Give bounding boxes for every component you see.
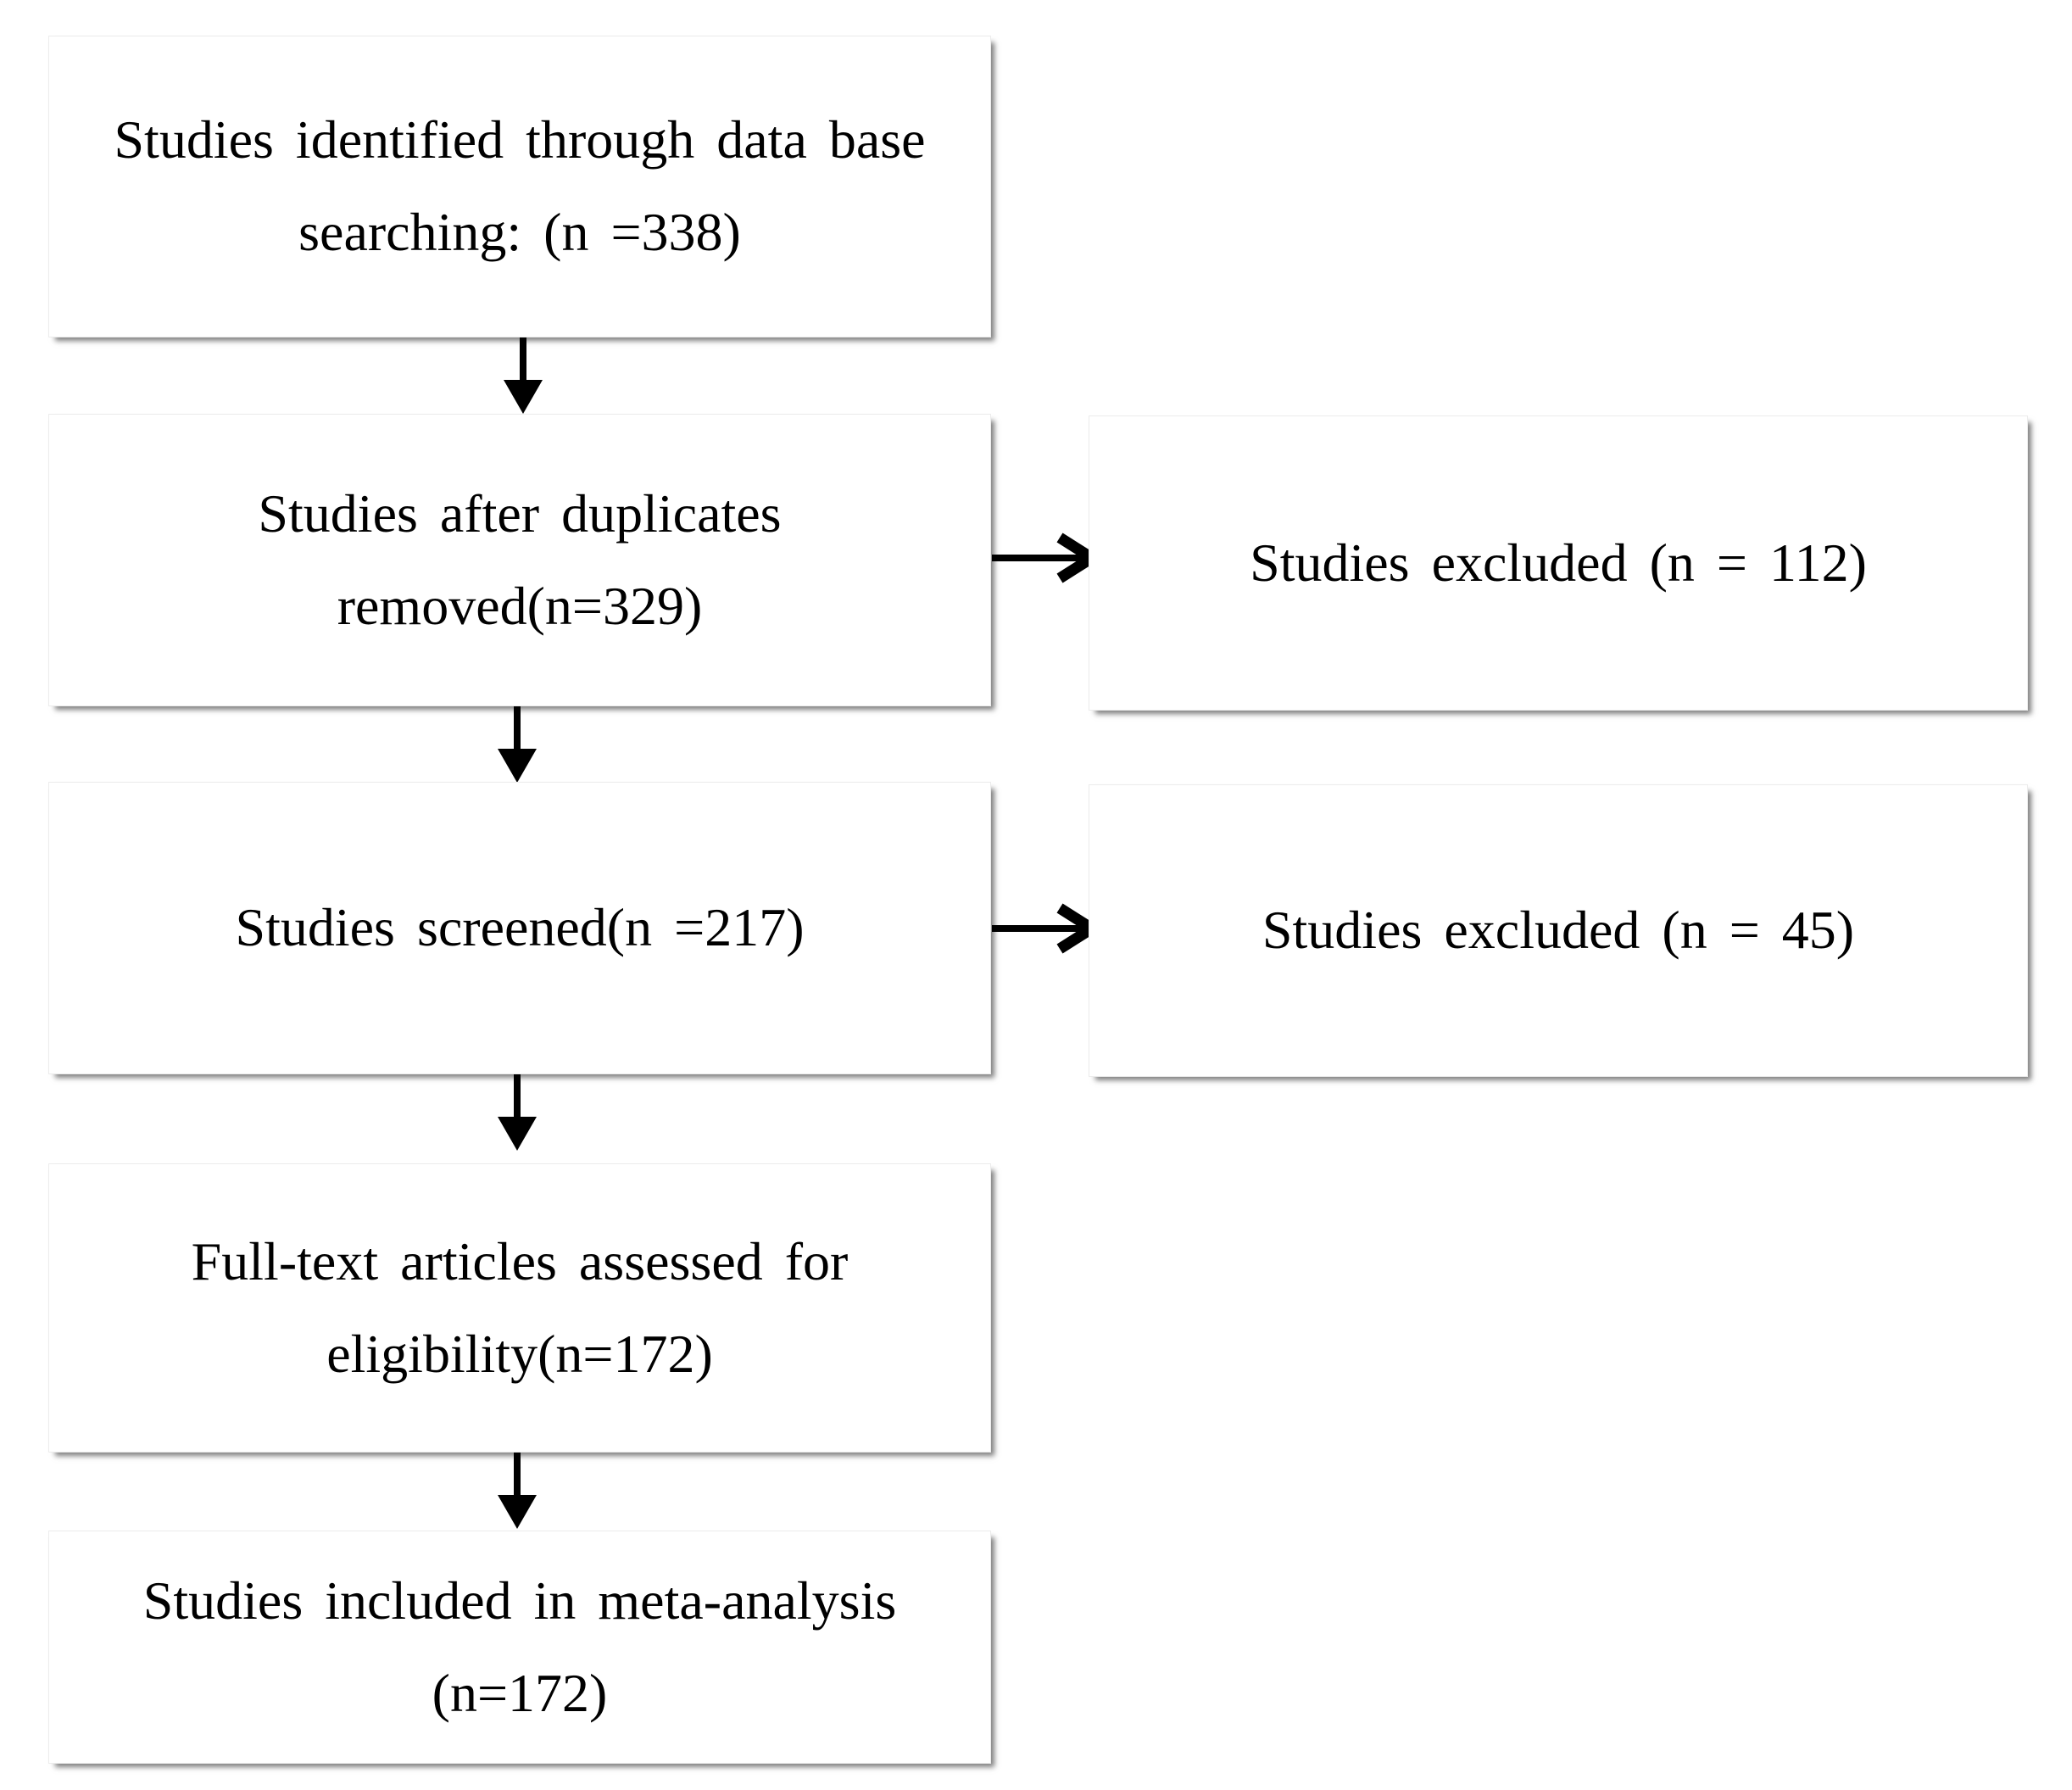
box-studies-included-label: Studies included in meta-analysis (n=172… [142,1570,897,1723]
down-arrow-icon [493,1074,541,1152]
box-studies-identified-label: Studies identified through data base sea… [114,109,926,262]
box-studies-excluded-112: Studies excluded (n = 112) [1089,415,2028,711]
down-arrow-icon [493,1453,541,1531]
down-arrow-icon [499,337,547,415]
box-duplicates-removed: Studies after duplicates removed(n=329) [48,414,991,706]
box-studies-included: Studies included in meta-analysis (n=172… [48,1531,991,1764]
box-studies-screened: Studies screened(n =217) [48,782,991,1074]
box-studies-excluded-45: Studies excluded (n = 45) [1089,784,2028,1077]
right-arrow-icon [992,901,1099,956]
box-duplicates-removed-label: Studies after duplicates removed(n=329) [258,482,782,636]
box-studies-identified: Studies identified through data base sea… [48,36,991,337]
box-fulltext-assessed: Full-text articles assessed for eligibil… [48,1163,991,1453]
right-arrow-icon [992,531,1099,585]
down-arrow-icon [493,706,541,784]
box-studies-screened-label: Studies screened(n =217) [235,897,805,958]
box-studies-excluded-112-label: Studies excluded (n = 112) [1250,532,1867,593]
box-studies-excluded-45-label: Studies excluded (n = 45) [1262,900,1855,961]
box-fulltext-assessed-label: Full-text articles assessed for eligibil… [191,1230,849,1384]
